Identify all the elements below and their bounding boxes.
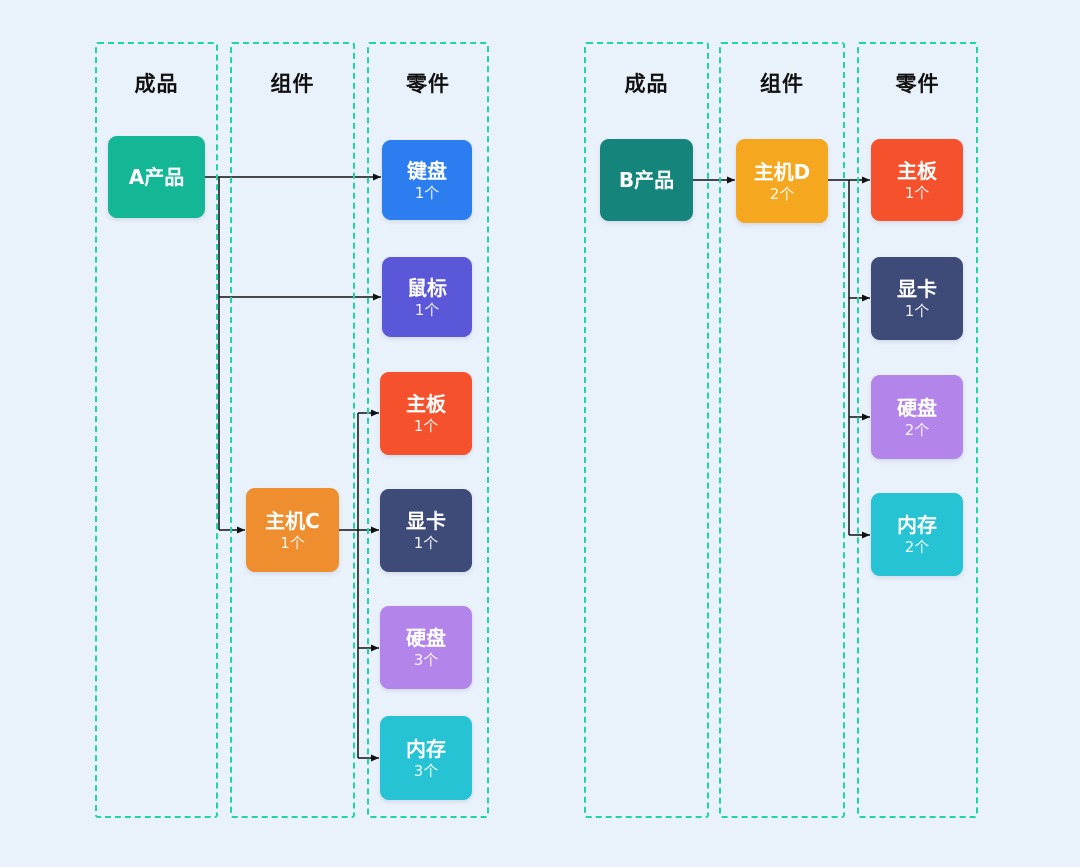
node-label: 主机C [265, 508, 320, 533]
node-part-memory[interactable]: 内存 3个 [380, 716, 472, 800]
node-qty: 1个 [414, 300, 440, 319]
node-qty: 1个 [280, 533, 305, 552]
node-label: 鼠标 [407, 275, 447, 300]
node-qty: 1个 [414, 183, 440, 202]
node-part-hdd[interactable]: 硬盘 2个 [871, 375, 963, 459]
lane-left-finished: 成品 [95, 42, 218, 818]
node-label: 键盘 [407, 158, 447, 183]
node-label: 显卡 [406, 509, 446, 534]
node-label: 显卡 [897, 277, 937, 302]
node-part-gpu[interactable]: 显卡 1个 [380, 489, 472, 572]
node-label: 主机D [753, 159, 811, 184]
lane-right-component: 组件 [719, 42, 845, 818]
lane-title-finished: 成品 [134, 72, 179, 96]
node-qty: 3个 [413, 651, 439, 670]
node-label: 硬盘 [406, 626, 446, 651]
node-product-a[interactable]: A产品 [108, 136, 205, 218]
node-component-host-d[interactable]: 主机D 2个 [736, 139, 828, 223]
lane-right-part: 零件 [857, 42, 978, 818]
node-qty: 2个 [904, 538, 930, 557]
node-qty: 1个 [413, 534, 439, 553]
node-qty: 1个 [904, 183, 930, 202]
node-label: 主板 [406, 392, 446, 417]
node-qty: 3个 [413, 761, 439, 780]
lane-title-component: 组件 [760, 72, 804, 96]
node-qty: 2个 [769, 184, 795, 203]
lane-title-component: 组件 [270, 72, 315, 96]
node-part-mouse[interactable]: 鼠标 1个 [382, 257, 472, 337]
node-label: 内存 [897, 513, 937, 538]
node-part-memory[interactable]: 内存 2个 [871, 493, 963, 576]
node-label: 主板 [897, 158, 937, 183]
node-part-gpu[interactable]: 显卡 1个 [871, 257, 963, 340]
node-qty: 1个 [904, 302, 930, 321]
lane-title-finished: 成品 [624, 72, 669, 96]
node-part-mainboard[interactable]: 主板 1个 [871, 139, 963, 221]
node-component-host-c[interactable]: 主机C 1个 [246, 488, 339, 572]
node-product-b[interactable]: B产品 [600, 139, 693, 221]
node-part-hdd[interactable]: 硬盘 3个 [380, 606, 472, 689]
node-qty: 1个 [413, 417, 439, 436]
node-label: A产品 [128, 165, 185, 189]
node-part-mainboard[interactable]: 主板 1个 [380, 372, 472, 455]
node-label: 内存 [406, 736, 446, 761]
node-label: 硬盘 [897, 395, 937, 420]
lane-title-part: 零件 [895, 72, 940, 96]
node-qty: 2个 [904, 420, 930, 439]
node-label: B产品 [618, 168, 675, 192]
lane-left-component: 组件 [230, 42, 355, 818]
lane-right-finished: 成品 [584, 42, 709, 818]
lane-title-part: 零件 [406, 72, 450, 96]
node-part-keyboard[interactable]: 键盘 1个 [382, 140, 472, 220]
lane-left-part: 零件 [367, 42, 489, 818]
